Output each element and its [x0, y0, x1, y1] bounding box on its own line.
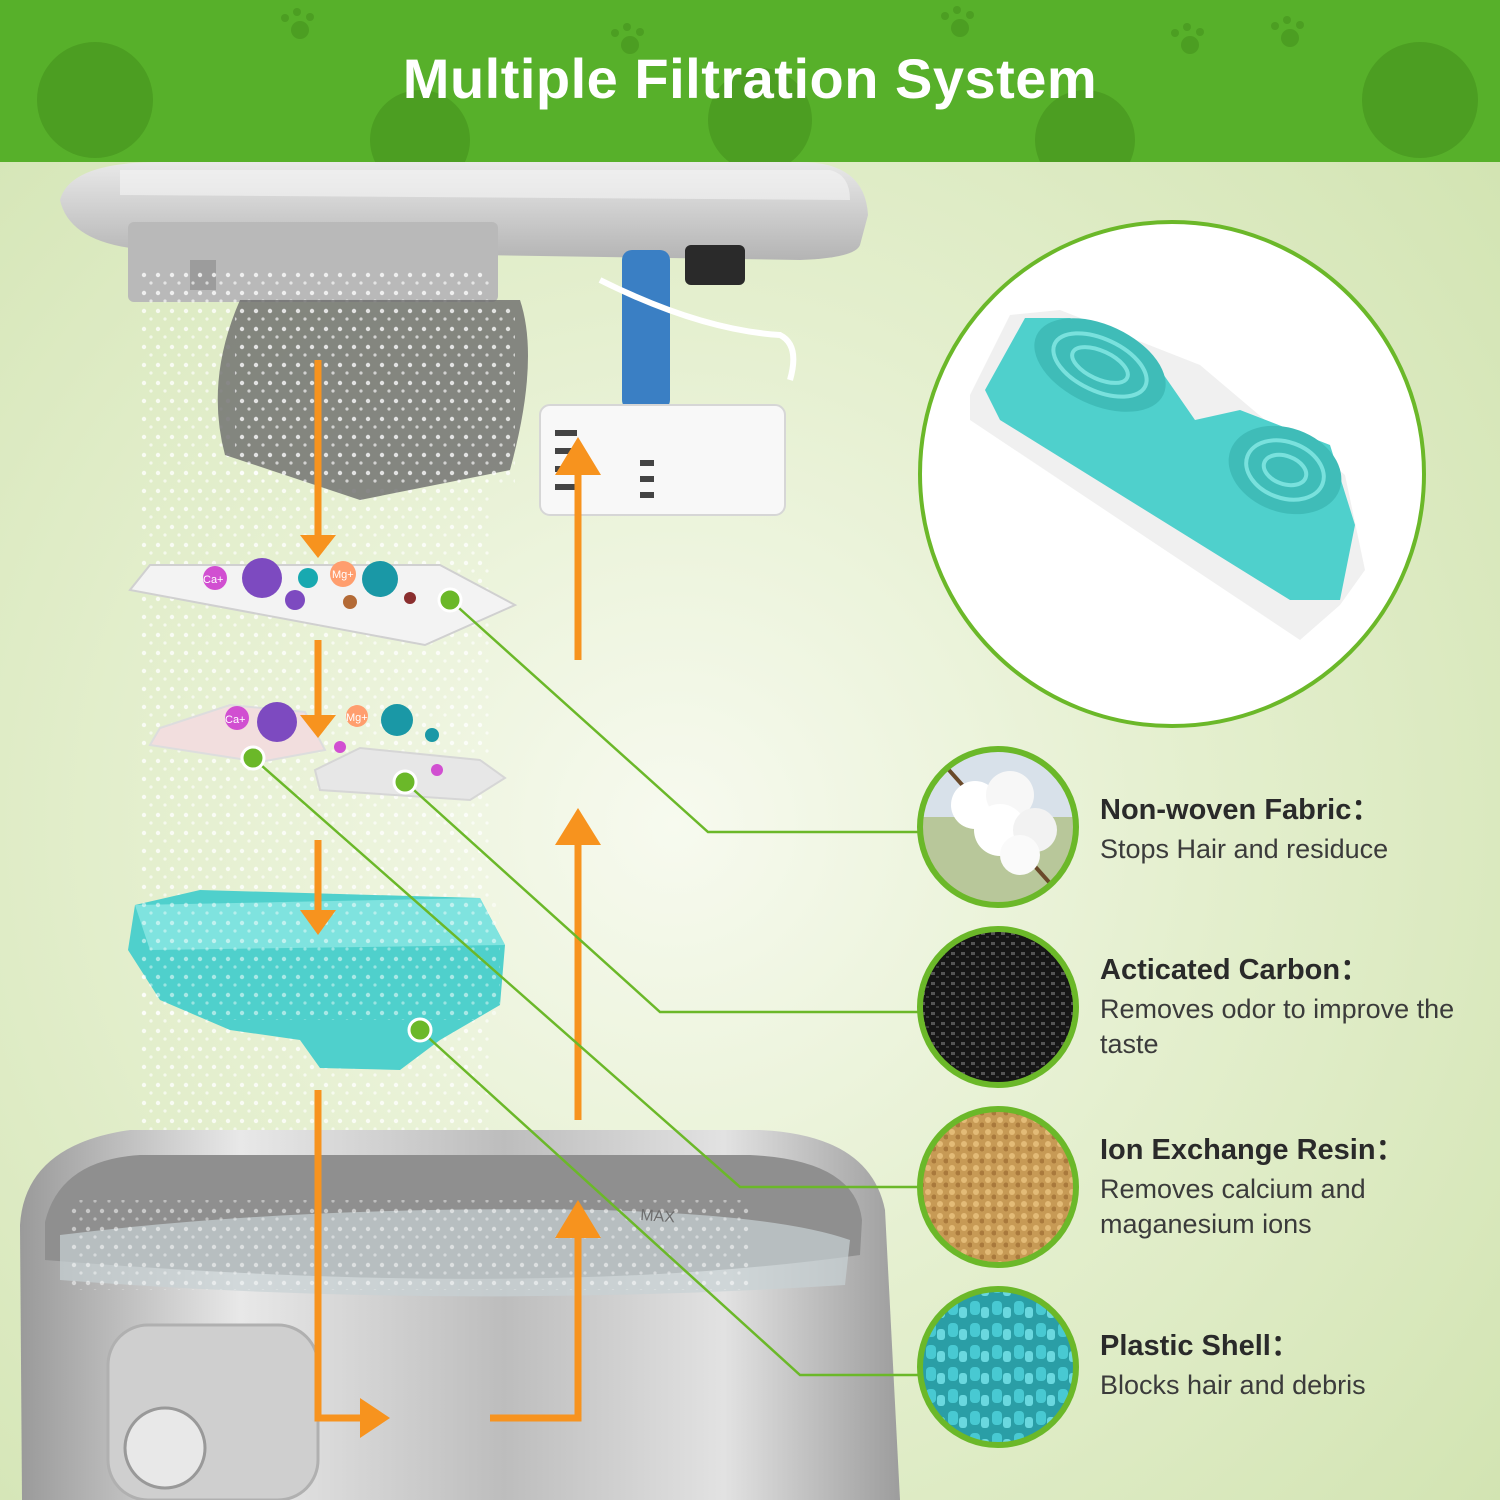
feature-non-woven-fabric: Non-woven Fabric： Stops Hair and residuc…	[1100, 792, 1480, 867]
feature-title: Ion Exchange Resin：	[1100, 1134, 1405, 1166]
cat-face-icon	[370, 90, 470, 162]
feature-description: Blocks hair and debris	[1100, 1370, 1366, 1400]
cat-face-icon	[708, 68, 812, 162]
cat-face-icon	[37, 42, 153, 158]
leader-lines	[252, 599, 920, 1377]
callout-dot	[407, 1017, 433, 1043]
paw-print-icon	[941, 6, 974, 37]
feature-description: Removes calcium and maganesium ions	[1100, 1174, 1366, 1239]
filter-product-closeup	[918, 220, 1426, 728]
feature-description: Removes odor to improve the taste	[1100, 994, 1455, 1059]
callout-dot	[392, 769, 418, 795]
paw-print-icon	[281, 8, 314, 39]
plastic-pellets-icon	[917, 1286, 1079, 1448]
callout-dot	[240, 745, 266, 771]
cat-face-icon	[1035, 90, 1135, 162]
svg-text:Mg+: Mg+	[346, 712, 368, 724]
water-reservoir: MAX	[20, 1130, 900, 1500]
feature-plastic-shell: Plastic Shell： Blocks hair and debris	[1100, 1328, 1480, 1403]
svg-text:Ca+: Ca+	[203, 574, 224, 586]
arrow-heads	[300, 437, 601, 1438]
callout-dot	[437, 587, 463, 613]
feature-description: Stops Hair and residuce	[1100, 834, 1389, 864]
feature-title: Acticated Carbon：	[1100, 954, 1370, 986]
paw-print-icon	[1171, 23, 1204, 54]
feature-ion-exchange-resin: Ion Exchange Resin： Removes calcium and …	[1100, 1132, 1480, 1242]
paw-print-icon	[1271, 16, 1304, 47]
cat-face-icon	[1362, 42, 1478, 158]
cotton-icon	[917, 746, 1079, 908]
page-title: Multiple Filtration System	[402, 47, 1098, 110]
svg-text:Mg+: Mg+	[332, 569, 354, 581]
svg-text:Ca+: Ca+	[225, 714, 246, 726]
paw-pattern	[37, 6, 1478, 162]
feature-title: Non-woven Fabric：	[1100, 794, 1381, 826]
svg-text:MAX: MAX	[640, 1207, 676, 1226]
water-pump	[539, 245, 797, 516]
feature-title: Plastic Shell：	[1100, 1330, 1300, 1362]
header-banner: Multiple Filtration System	[0, 0, 1500, 162]
feature-activated-carbon: Acticated Carbon： Removes odor to improv…	[1100, 952, 1480, 1062]
water-flow-arrows	[314, 360, 582, 1422]
activated-carbon-icon	[917, 926, 1079, 1088]
resin-beads-icon	[917, 1106, 1079, 1268]
paw-print-icon	[611, 23, 644, 54]
non-woven-fabric-layer: Ca+ Mg+	[128, 558, 518, 647]
